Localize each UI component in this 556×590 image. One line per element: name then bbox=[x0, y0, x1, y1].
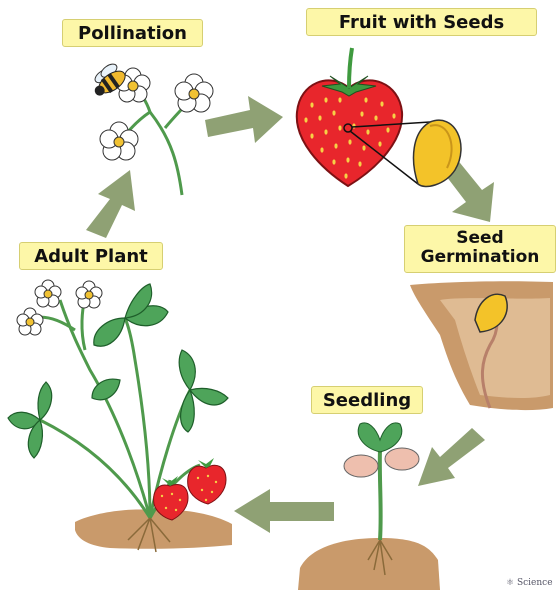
watermark-text: Science bbox=[517, 578, 553, 588]
label-seed-germination-line1: Seed bbox=[405, 229, 555, 248]
adult-plant-flowers bbox=[17, 280, 102, 335]
adult-plant-strawberries bbox=[154, 458, 226, 520]
label-fruit-with-seeds: Fruit with Seeds bbox=[306, 8, 537, 36]
adult-plant-soil bbox=[75, 510, 232, 549]
watermark: ⚛ Science bbox=[506, 578, 553, 588]
arrow-adult-to-pollination bbox=[86, 170, 135, 238]
arrow-seedling-to-adult bbox=[234, 489, 334, 533]
flower bbox=[175, 74, 213, 112]
label-seedling: Seedling bbox=[311, 386, 423, 414]
germination-soil bbox=[410, 281, 553, 410]
atom-icon: ⚛ bbox=[506, 578, 514, 588]
label-pollination: Pollination bbox=[62, 19, 203, 47]
strawberry-fruit-icon bbox=[297, 48, 430, 186]
label-adult-plant: Adult Plant bbox=[19, 242, 163, 270]
label-seed-germination-line2: Germination bbox=[405, 248, 555, 267]
label-seed-germination: Seed Germination bbox=[404, 225, 556, 273]
arrow-germination-to-seedling bbox=[418, 428, 485, 486]
arrow-pollination-to-fruit bbox=[205, 96, 283, 143]
seedling-soil bbox=[298, 538, 440, 590]
